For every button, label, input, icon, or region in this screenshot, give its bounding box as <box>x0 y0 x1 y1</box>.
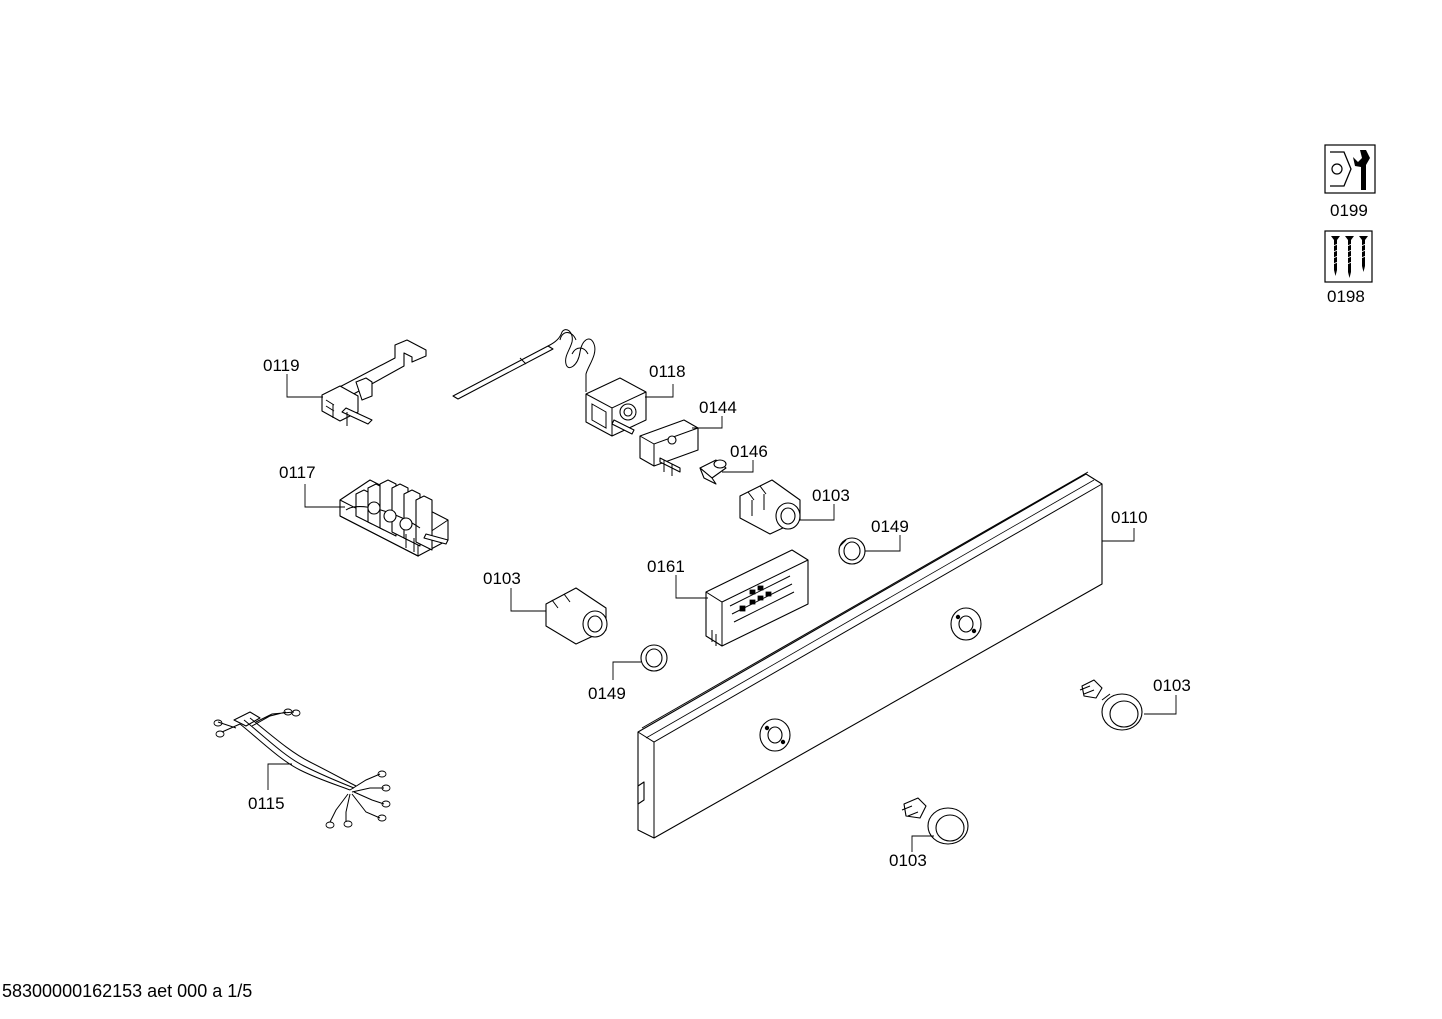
leader-0110 <box>1102 528 1135 542</box>
part-0118-thermostat <box>452 329 647 437</box>
leader-0144 <box>692 416 723 429</box>
part-0110-control-panel <box>637 471 1103 839</box>
leader-0117 <box>304 484 345 508</box>
callout-0119: 0119 <box>263 356 300 375</box>
part-0103-knob-right <box>1079 679 1143 731</box>
callout-0103-left: 0103 <box>483 569 521 588</box>
leader-0118 <box>645 384 674 398</box>
callout-0117: 0117 <box>279 463 316 482</box>
leader-0149-left <box>612 661 641 680</box>
callout-0144: 0144 <box>699 398 737 417</box>
callout-0149-left: 0149 <box>588 684 626 703</box>
leader-0103-right <box>1144 695 1177 715</box>
part-0103-knob-bottom <box>901 797 969 845</box>
callout-0149-right: 0149 <box>871 517 909 536</box>
part-0149-ring-left <box>640 644 668 672</box>
part-0119-bracket <box>321 339 427 426</box>
leader-0146 <box>722 460 754 473</box>
callout-0161: 0161 <box>647 557 685 576</box>
part-0149-ring-right <box>838 537 866 565</box>
leader-0103-left <box>510 588 546 612</box>
leader-0103-bottom <box>911 835 934 852</box>
part-0103-knob-left <box>545 587 608 645</box>
callout-0110: 0110 <box>1111 508 1148 527</box>
leader-0115 <box>267 763 292 790</box>
part-0117-selector-switch <box>339 479 449 557</box>
callout-0115: 0115 <box>248 794 285 813</box>
document-id: 58300000162153 aet 000 a 1/5 <box>2 981 253 1001</box>
callout-0118: 0118 <box>649 362 686 381</box>
callout-0103-bottom: 0103 <box>889 851 927 870</box>
wrench-nut-icon <box>1324 144 1376 194</box>
leader-0119 <box>286 374 323 398</box>
part-0144-bracket <box>639 419 699 476</box>
leader-0103-upper <box>800 504 835 521</box>
leader-0149-right <box>865 535 901 552</box>
screws-icon <box>1324 230 1373 283</box>
callout-0199: 0199 <box>1330 201 1368 220</box>
part-0146-bushing <box>699 459 727 485</box>
callout-0103-right: 0103 <box>1153 676 1191 695</box>
part-0103-knob-upper <box>739 479 801 535</box>
callout-0103-upper: 0103 <box>812 486 850 505</box>
leader-0161 <box>675 575 708 599</box>
callout-0198: 0198 <box>1327 287 1365 306</box>
part-0161-timer-module <box>705 549 809 647</box>
part-0115-wire-harness <box>213 708 391 829</box>
callout-0146: 0146 <box>730 442 768 461</box>
